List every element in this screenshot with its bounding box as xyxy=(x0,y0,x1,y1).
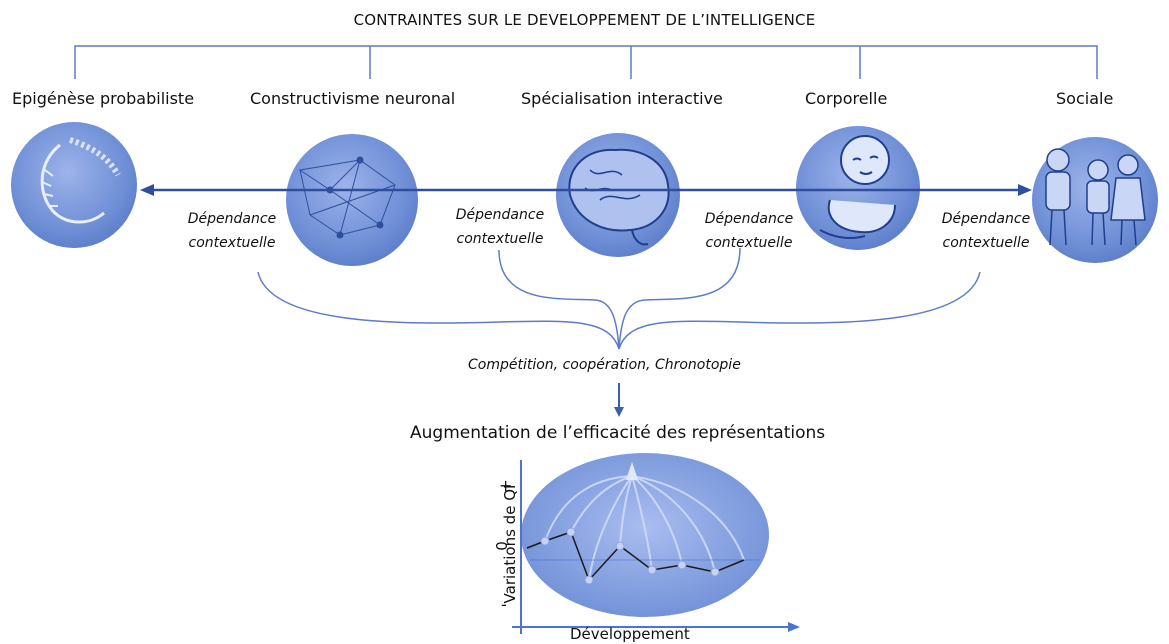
diagram-title: CONTRAINTES SUR LE DEVELOPPEMENT DE L’IN… xyxy=(353,11,816,29)
iq-graph xyxy=(512,453,800,634)
baby-icon xyxy=(819,135,896,239)
top-connector xyxy=(74,45,1098,79)
circle-epigenese xyxy=(11,122,137,248)
mechanisms-label: Compétition, coopération, Chronotopie xyxy=(468,357,741,373)
result-label: Augmentation de l’efficacité des représe… xyxy=(410,423,826,443)
category-specialisation: Spécialisation interactive xyxy=(521,89,723,108)
convergence-brackets xyxy=(257,247,981,350)
circle-sociale xyxy=(1032,137,1158,263)
category-sociale: Sociale xyxy=(1056,89,1114,108)
category-epigenese: Epigénèse probabiliste xyxy=(12,89,195,108)
people-group-icon xyxy=(1045,148,1146,246)
graph-tick-minus: - xyxy=(501,595,507,614)
graph-tick-zero: 0 xyxy=(492,541,511,551)
graph-tick-plus: + xyxy=(499,476,513,495)
circle-constructivisme xyxy=(286,134,418,266)
circle-specialisation xyxy=(556,133,680,257)
neuron-network-icon xyxy=(299,156,396,239)
down-arrow xyxy=(614,383,624,417)
graph-xlabel: Développement xyxy=(570,625,690,643)
category-constructivisme: Constructivisme neuronal xyxy=(250,89,456,108)
double-arrow xyxy=(140,184,1032,196)
dna-helix-icon xyxy=(40,143,105,224)
circle-corporelle xyxy=(796,126,920,250)
category-corporelle: Corporelle xyxy=(805,89,888,108)
